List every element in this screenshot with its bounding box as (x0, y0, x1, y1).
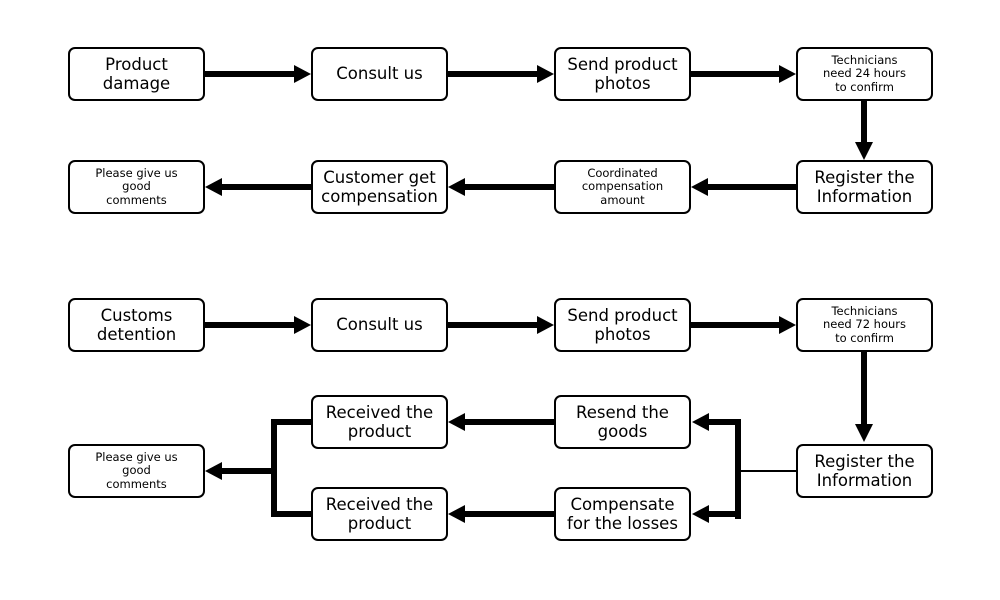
connector-c10-arrow (779, 316, 796, 334)
connector-c15-arrow (448, 505, 465, 523)
connector-c14-line (465, 419, 554, 425)
node-resend-goods[interactable]: Resend the goods (554, 395, 691, 449)
node-compensate-losses[interactable]: Compensate for the losses (554, 487, 691, 541)
connector-split-bar (735, 419, 741, 519)
connector-c14-arrow (448, 413, 465, 431)
connector-c12-arrow (692, 413, 709, 431)
node-register-info-2[interactable]: Register the Information (796, 444, 933, 498)
connector-c11-arrow (855, 424, 873, 442)
connector-c7-arrow (205, 178, 222, 196)
connector-c13-arrow (692, 505, 709, 523)
connector-c1-line (205, 71, 294, 77)
connector-c12-line (709, 419, 739, 425)
connector-c11-line (861, 352, 867, 425)
node-customs-detention[interactable]: Customs detention (68, 298, 205, 352)
node-send-product-photos-1[interactable]: Send product photos (554, 47, 691, 101)
connector-split-stub (737, 470, 796, 472)
node-send-product-photos-2[interactable]: Send product photos (554, 298, 691, 352)
node-received-product-2[interactable]: Received the product (311, 487, 448, 541)
connector-c4-arrow (855, 142, 873, 160)
connector-c13-line (709, 511, 739, 517)
node-good-comments-2[interactable]: Please give us good comments (68, 444, 205, 498)
connector-c3-arrow (779, 65, 796, 83)
connector-c15-line (465, 511, 554, 517)
connector-c2-arrow (537, 65, 554, 83)
connector-c6-arrow (448, 178, 465, 196)
connector-c8-arrow (294, 316, 311, 334)
connector-c9-line (448, 322, 537, 328)
node-register-info-1[interactable]: Register the Information (796, 160, 933, 214)
connector-c17-line (271, 511, 313, 517)
connector-c6-line (465, 184, 554, 190)
connector-c9-arrow (537, 316, 554, 334)
node-received-product-1[interactable]: Received the product (311, 395, 448, 449)
node-good-comments-1[interactable]: Please give us good comments (68, 160, 205, 214)
node-customer-compensation[interactable]: Customer get compensation (311, 160, 448, 214)
connector-c16-line (271, 419, 313, 425)
connector-c2-line (448, 71, 537, 77)
connector-c7-line (222, 184, 311, 190)
connector-merge-out (222, 468, 277, 474)
connector-merge-arrow (205, 462, 222, 480)
connector-c10-line (691, 322, 779, 328)
connector-c4-line (861, 101, 867, 143)
node-coordinated-amount[interactable]: Coordinated compensation amount (554, 160, 691, 214)
node-consult-us-1[interactable]: Consult us (311, 47, 448, 101)
node-technicians-24h[interactable]: Technicians need 24 hours to confirm (796, 47, 933, 101)
connector-c1-arrow (294, 65, 311, 83)
node-consult-us-2[interactable]: Consult us (311, 298, 448, 352)
node-product-damage[interactable]: Product damage (68, 47, 205, 101)
connector-c5-line (708, 184, 796, 190)
node-technicians-72h[interactable]: Technicians need 72 hours to confirm (796, 298, 933, 352)
connector-c5-arrow (691, 178, 708, 196)
connector-c3-line (691, 71, 779, 77)
connector-c8-line (205, 322, 294, 328)
